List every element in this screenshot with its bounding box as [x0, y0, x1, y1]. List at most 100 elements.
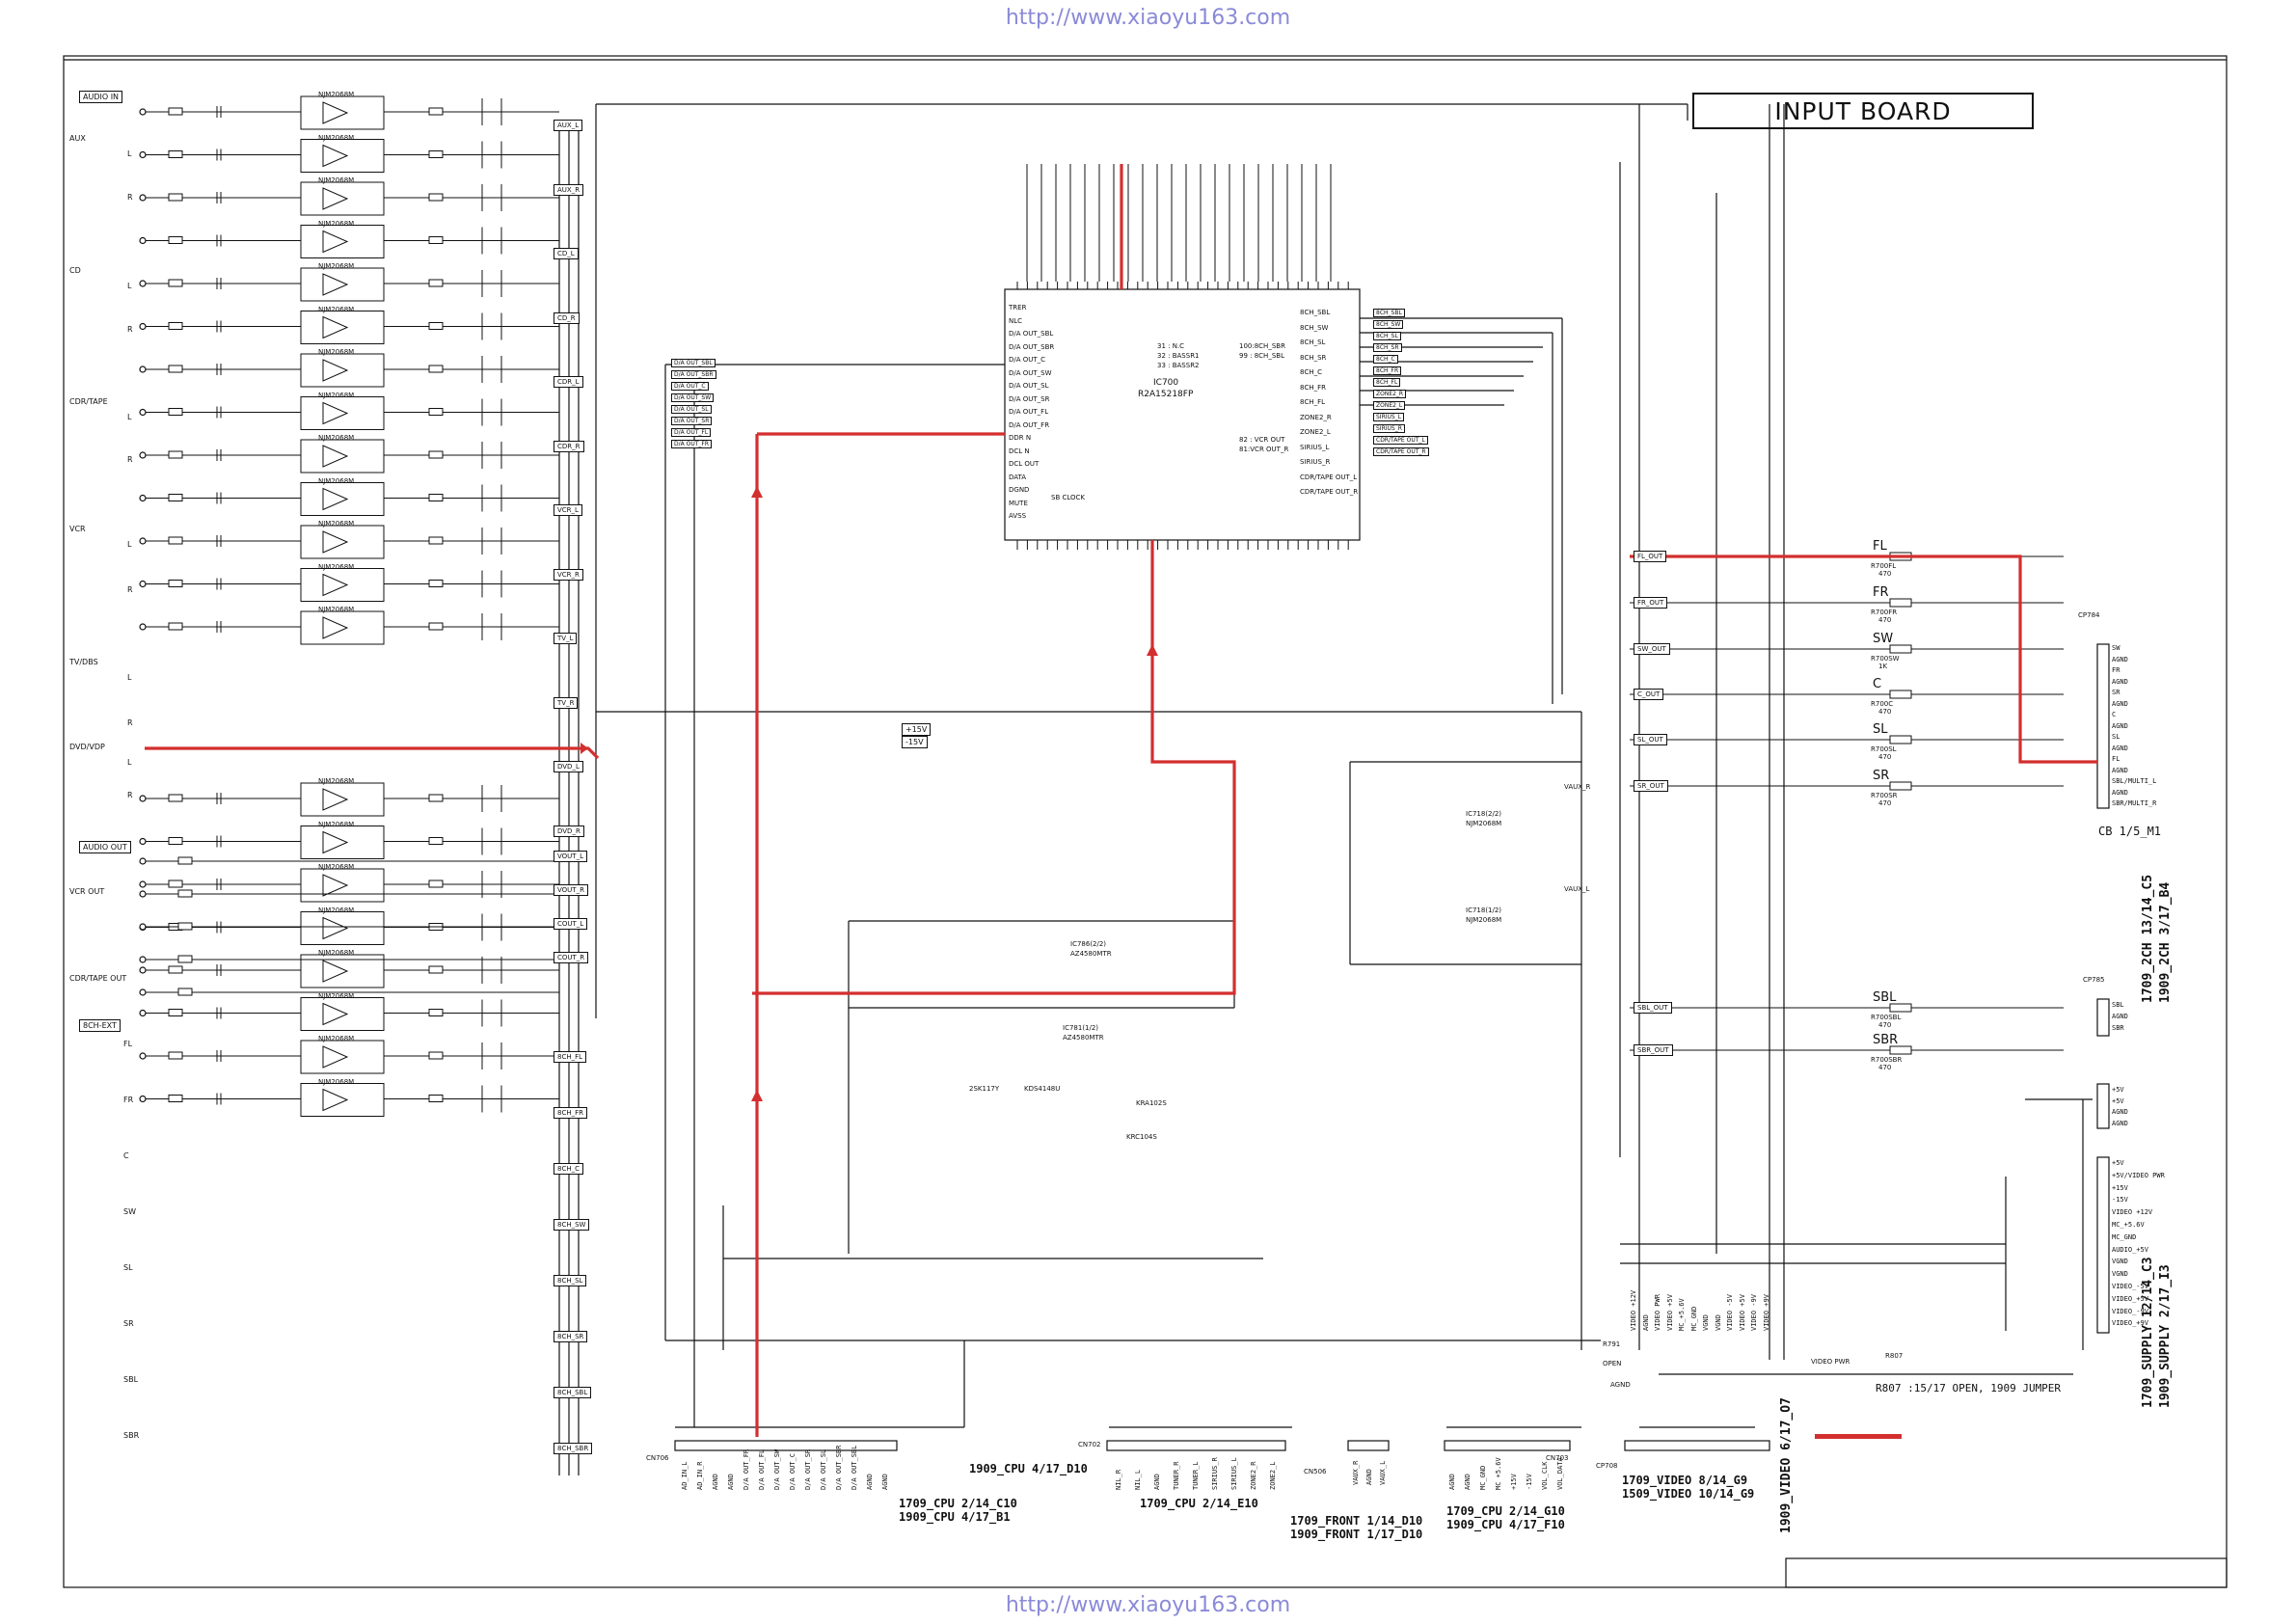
ext-label-sbr: SBR	[123, 1431, 140, 1440]
jack-terminal	[139, 108, 147, 116]
resistor	[428, 1009, 444, 1016]
ic-left-pin-11: DCL N	[1009, 447, 1030, 455]
ic-right-pin-1: 8CH_SW	[1300, 323, 1329, 332]
input-r-2: R	[127, 455, 133, 464]
cn703-refdes: CN703	[1546, 1454, 1569, 1462]
resistor	[168, 408, 183, 416]
ic-right-pin-3: 8CH_SR	[1300, 353, 1327, 362]
resistor	[168, 450, 183, 459]
cp708-pin-1: AGND	[1641, 1314, 1650, 1331]
cp785-refdes: CP785	[2083, 976, 2105, 984]
resistor	[168, 965, 183, 974]
ref-cpu-1709-g10: 1709_CPU 2/14_G10	[1446, 1504, 1565, 1518]
opamp-block	[300, 826, 385, 859]
cn702-pin-7: ZONE2_R	[1250, 1461, 1257, 1490]
q780-label: 2SK117Y	[969, 1085, 1000, 1093]
r791-open-label: OPEN	[1603, 1360, 1622, 1367]
cn703-pin-3: MC +5.6V	[1495, 1457, 1502, 1490]
njm2068-label-a: NJM2068M	[1466, 820, 1502, 827]
ic-left-pin-8: D/A OUT_FL	[1009, 408, 1049, 416]
ic-left-pin-7: D/A OUT_SR	[1009, 394, 1050, 403]
cn706-pin-11: D/A OUT_SBL	[851, 1445, 858, 1490]
cp784-pin-1: AGND	[2112, 655, 2128, 663]
page-title: INPUT BOARD	[1692, 93, 2034, 129]
bus-label-cout-l: COUT_L	[554, 918, 588, 930]
ext-label-sl: SL	[123, 1263, 133, 1272]
opamp-part-17: NJM2068M	[318, 820, 355, 828]
cp708-pin-5: MC_GND	[1689, 1306, 1698, 1331]
cn706-pin-7: D/A OUT_C	[789, 1453, 797, 1490]
signal-path-highlight	[145, 164, 2097, 1437]
cn703-pin-5: -15V	[1526, 1474, 1533, 1490]
out-net-sbr: SBR_OUT	[1634, 1044, 1673, 1056]
group-label-8ch-ext: 8CH-EXT	[79, 1019, 121, 1032]
ext-label-fl: FL	[123, 1040, 133, 1048]
ext-label-sw: SW	[123, 1207, 136, 1216]
out-resistor-fr: R700FR	[1871, 609, 1898, 616]
out-resistor-sbr: R700SBR	[1871, 1056, 1903, 1064]
resistor	[168, 279, 183, 287]
resistor	[428, 150, 444, 158]
ic-right-pin-11: CDR/TAPE OUT_L	[1300, 473, 1358, 481]
cp784-refdes: CP784	[2078, 611, 2100, 619]
resistor	[428, 794, 444, 802]
ic-right-net-11: CDR/TAPE OUT_L	[1373, 436, 1428, 445]
supply-pin-3: -15V	[2112, 1196, 2128, 1204]
opamp-part-18: NJM2068M	[318, 863, 355, 871]
opamp-symbol	[322, 960, 349, 983]
r807-note: R807 :15/17 OPEN, 1909 JUMPER	[1876, 1382, 2062, 1394]
ic-left-pin-13: DATA	[1009, 473, 1027, 481]
opamp-part-22: NJM2068M	[318, 1035, 355, 1042]
cn703-pin-0: AGND	[1448, 1474, 1456, 1490]
jack-terminal	[139, 966, 147, 974]
q781-label: KDS4148U	[1024, 1085, 1061, 1093]
cn706-pin-10: D/A OUT_SBR	[835, 1445, 843, 1490]
cn706-pin-0: AD_IN_L	[681, 1461, 689, 1490]
ic-right-pin-9: SIRIUS_L	[1300, 443, 1330, 451]
cn706-pin-13: AGND	[881, 1474, 889, 1490]
out-resistor-sr: R700SR	[1871, 792, 1898, 799]
ic-left-pin-3: D/A OUT_SBR	[1009, 342, 1055, 351]
jack-terminal	[139, 623, 147, 631]
bus-label-dvd-r: DVD_R	[554, 825, 584, 837]
resistor	[177, 922, 193, 931]
supply-pin-4: VIDEO +12V	[2112, 1208, 2153, 1217]
ic700-part-number: R2A15218FP	[1138, 390, 1194, 399]
out-net-sbl: SBL_OUT	[1634, 1002, 1672, 1014]
resistor	[168, 837, 183, 845]
ic718-label: IC718(2/2)	[1466, 810, 1502, 818]
opamp-part-4: NJM2068M	[318, 262, 355, 270]
ref-cpu-1909-d10: 1909_CPU 4/17_D10	[969, 1462, 1088, 1475]
cn702-pin-1: NIL_L	[1134, 1469, 1142, 1490]
cn706-pin-4: D/A OUT_FR	[743, 1448, 750, 1490]
jack-terminal	[139, 537, 147, 545]
out-resistor-sl: R700SL	[1871, 745, 1897, 753]
bus-label-cd-l: CD_L	[554, 248, 579, 259]
supply-pin-6: MC_GND	[2112, 1232, 2137, 1241]
cp784-reference: CB 1/5_M1	[2098, 825, 2162, 838]
da-out-net-8: D/A OUT_FL	[671, 428, 712, 437]
jack-terminal	[139, 150, 147, 159]
cp784-pin-6: C	[2112, 711, 2117, 718]
cp784-pin-11: AGND	[2112, 766, 2128, 774]
out-channel-name-fl: FL	[1873, 539, 1887, 554]
resistor	[168, 794, 183, 802]
opamp-block	[300, 95, 385, 130]
njm2068-label-b: NJM2068M	[1466, 916, 1502, 924]
cp784-pin-14: SBR/MULTI_R	[2112, 799, 2157, 807]
opamp-symbol	[322, 230, 349, 254]
input-l-0: L	[127, 149, 132, 158]
opamp-symbol	[322, 1002, 349, 1026]
out-channel-name-sbr: SBR	[1873, 1033, 1899, 1047]
input-r-1: R	[127, 325, 133, 334]
supply-pin-9: VGND	[2112, 1270, 2128, 1279]
resistor	[168, 236, 183, 244]
output-resistor	[1889, 598, 1912, 608]
input-r-0: R	[127, 193, 133, 202]
out-net-sr: SR_OUT	[1634, 780, 1668, 792]
cp708-pin-9: VIDEO +5V	[1738, 1294, 1746, 1331]
ic718b-label: IC718(1/2)	[1466, 907, 1502, 914]
jack-terminal	[139, 280, 147, 287]
opamp-part-23: NJM2068M	[318, 1077, 355, 1086]
ext-label-c: C	[123, 1151, 129, 1160]
